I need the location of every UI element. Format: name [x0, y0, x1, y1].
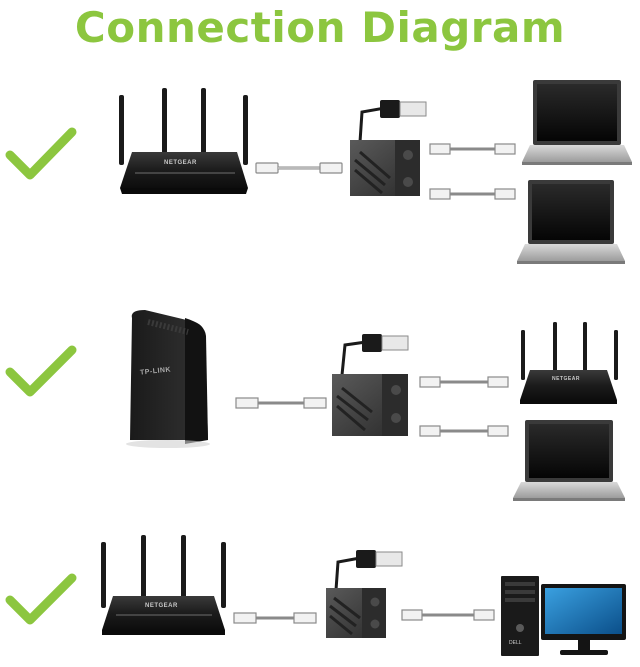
checkmark-icon: [5, 127, 77, 180]
ethernet-cable: [233, 612, 317, 624]
laptop-icon: [513, 420, 625, 501]
ethernet-cable: [419, 376, 509, 388]
laptop-icon: [522, 80, 632, 165]
monitor-icon: [541, 584, 626, 655]
ethernet-cable: [419, 425, 509, 437]
desktop-tower-icon: [501, 576, 539, 656]
diagram-title: Connection Diagram: [74, 3, 566, 52]
router-icon: [520, 322, 618, 404]
row-1: [5, 80, 632, 264]
ethernet-splitter-icon: [332, 334, 409, 436]
ethernet-cable: [429, 188, 516, 200]
router-brand-label: NETGEAR: [164, 160, 197, 166]
ethernet-cable: [235, 397, 327, 409]
modem-icon: [126, 310, 210, 448]
row-3: [5, 535, 626, 656]
checkmark-icon: [5, 345, 77, 397]
router-brand-label: NETGEAR: [552, 376, 580, 382]
ethernet-splitter-icon: [326, 550, 403, 638]
checkmark-icon: [5, 573, 77, 625]
router-icon: [119, 88, 248, 194]
ethernet-cable: [255, 162, 343, 174]
row-2: [5, 310, 625, 501]
computer-brand-label: DELL: [509, 640, 522, 646]
router-icon: [101, 535, 226, 635]
ethernet-cable: [401, 609, 495, 621]
router-brand-label: NETGEAR: [145, 603, 178, 609]
ethernet-cable: [429, 143, 516, 155]
ethernet-splitter-icon: [350, 100, 427, 196]
laptop-icon: [517, 180, 625, 264]
